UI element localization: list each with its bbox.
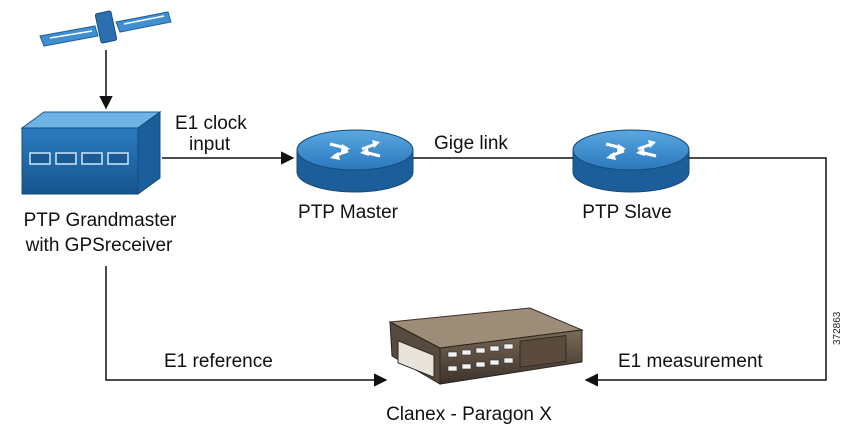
slave-to-tester-arrow (584, 157, 827, 387)
link-label-e1-measurement: E1 measurement (618, 351, 763, 372)
router-icon-master (296, 129, 414, 193)
tester-label: Clanex - Paragon X (386, 404, 552, 425)
gm-to-tester-arrow (105, 266, 388, 387)
grandmaster-label-line2: with GPSreceiver (25, 235, 173, 256)
grandmaster-label-line1: PTP Grandmaster (23, 210, 177, 231)
slave-label: PTP Slave (582, 202, 672, 223)
link-label-e1-reference: E1 reference (164, 351, 273, 372)
master-label: PTP Master (298, 202, 398, 223)
link-label-input: input (189, 134, 231, 155)
figure-id: 372863 (832, 311, 843, 345)
satellite-icon (39, 10, 172, 47)
connection-lines (99, 50, 827, 387)
link-label-e1-clock: E1 clock (175, 113, 247, 134)
link-label-gige: Gige link (434, 133, 508, 154)
gps-receiver-icon (20, 111, 162, 195)
test-equipment-icon (388, 307, 584, 385)
router-icon-slave (572, 129, 690, 193)
